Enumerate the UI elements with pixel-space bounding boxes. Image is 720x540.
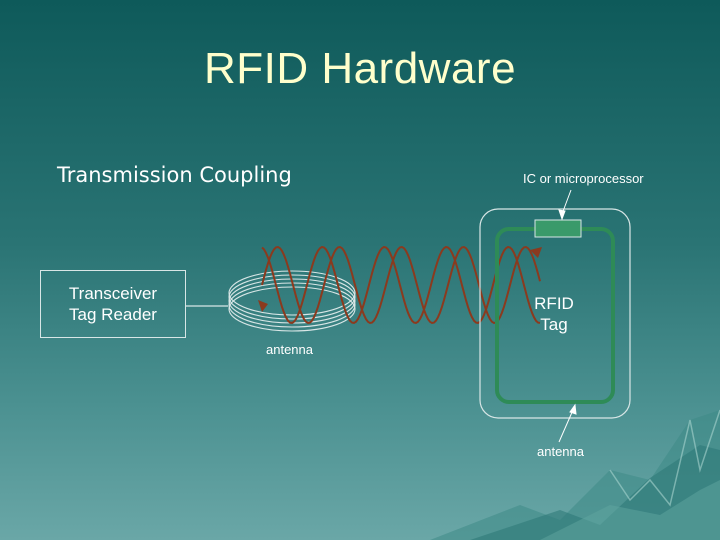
tag-label-line2: Tag: [540, 315, 568, 334]
ic-chip: [534, 219, 582, 238]
wave-arrowhead-left: [258, 300, 268, 312]
tag-antenna-label: antenna: [537, 444, 584, 459]
slide-subtitle: Transmission Coupling: [57, 163, 292, 187]
slide-title: RFID Hardware: [203, 44, 517, 93]
mountain-decoration: [430, 409, 720, 540]
transmission-waves: [258, 245, 542, 325]
ic-pointer-arrow: [558, 189, 572, 221]
tag-antenna-pointer-arrow: [558, 403, 577, 443]
reader-label-line1: Transceiver: [68, 284, 158, 303]
wave-b: [261, 245, 541, 324]
tag-outline: [479, 208, 631, 419]
wave-a: [261, 245, 541, 325]
rfid-tag-label: RFID Tag: [528, 293, 580, 335]
transceiver-reader-box: Transceiver Tag Reader: [40, 270, 186, 338]
reader-antenna-label: antenna: [266, 342, 313, 357]
tag-label-line1: RFID: [534, 294, 574, 313]
wave-arrowhead-right: [530, 247, 542, 258]
ic-label: IC or microprocessor: [523, 171, 644, 186]
reader-label-line2: Tag Reader: [69, 305, 157, 324]
